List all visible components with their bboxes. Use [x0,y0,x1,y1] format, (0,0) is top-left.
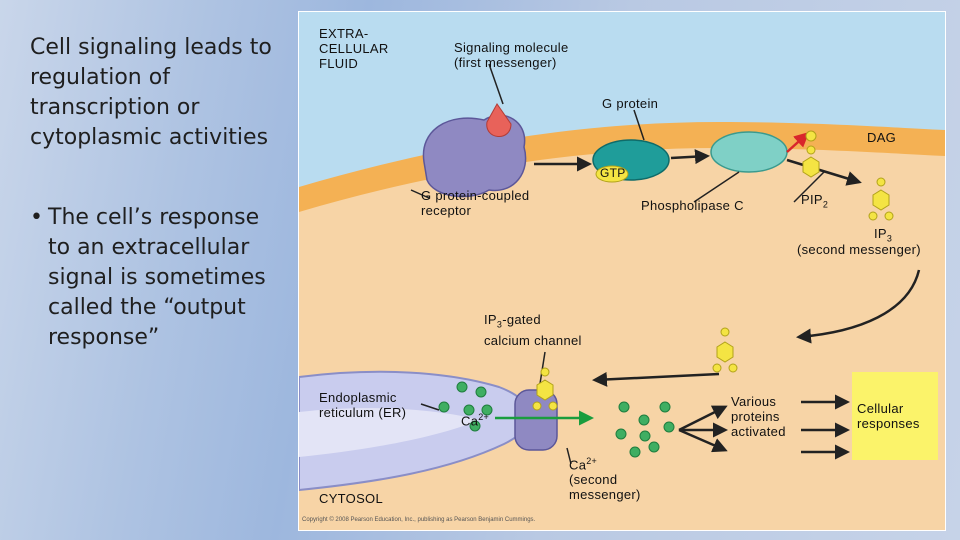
copyright-notice: Copyright © 2008 Pearson Education, Inc.… [302,517,536,523]
diagram-artwork [299,12,945,530]
calcium-ions [438,381,675,458]
ip3-molecule [532,177,894,411]
gtp-shape [595,165,629,183]
bullet-item: • The cell’s response to an extracellula… [30,203,280,353]
label-ca-second-messenger: Ca2+(second messenger) [569,456,641,503]
slide-title: Cell signaling leads to regulation of tr… [30,35,272,150]
signal-molecule-shape [486,103,512,137]
signaling-diagram: EXTRA- CELLULAR FLUID Signaling molecule… [298,11,946,531]
phospholipase-c-shape [710,131,788,173]
bullet-marker: • [30,205,43,230]
label-er: Endoplasmic reticulum (ER) [319,390,407,420]
label-extracellular-fluid: EXTRA- CELLULAR FLUID [319,26,389,71]
label-pip2: PIP2 [801,192,829,210]
dag-molecule [802,130,820,178]
label-cytosol: CYTOSOL [319,491,383,506]
bullet-text: The cell’s response to an extracellular … [48,205,266,350]
cellular-responses-box [852,372,938,460]
label-ca: Ca2+ [461,412,490,429]
label-dag: DAG [867,130,897,145]
label-gtp: GTP [600,166,626,180]
label-gpcr: G protein-coupled receptor [421,188,530,218]
ip3-channel-shape [514,389,558,451]
label-ip3-note: (second messenger) [797,242,921,257]
label-signaling-molecule: Signaling molecule (first messenger) [454,40,569,70]
label-g-protein: G protein [602,96,659,111]
label-phospholipase-c: Phospholipase C [641,198,744,213]
label-ip3: IP3 [874,226,893,244]
label-various-proteins: Various proteins activated [731,394,786,439]
label-cellular-responses: Cellular responses [857,401,920,431]
